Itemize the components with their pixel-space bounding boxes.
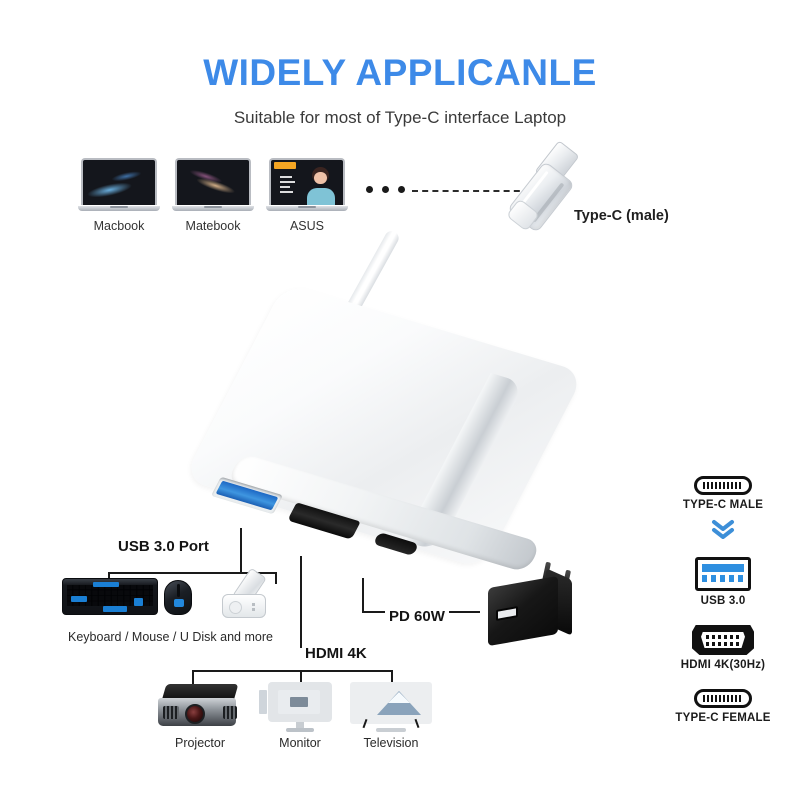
- legend-label: USB 3.0: [700, 595, 746, 607]
- dashed-connector-line: [412, 190, 530, 192]
- pd-label: PD 60W: [385, 608, 449, 625]
- legend-label: HDMI 4K(30Hz): [680, 659, 766, 671]
- legend-item-type-c-male: TYPE-C MALE: [650, 476, 796, 511]
- hdmi-bracket-horizontal: [192, 670, 392, 672]
- hdmi-icon: [692, 625, 754, 655]
- monitor-label: Monitor: [279, 736, 321, 750]
- laptop-base: [78, 206, 160, 211]
- monitor-icon: [259, 682, 332, 734]
- type-c-male-label: Type-C (male): [574, 208, 669, 224]
- hdmi-bracket-right-tick: [391, 670, 393, 684]
- laptop-base: [266, 206, 348, 211]
- usb-port-label: USB 3.0 Port: [118, 538, 209, 555]
- usb-c-hub-body: [180, 283, 585, 602]
- legend-item-hdmi: HDMI 4K(30Hz): [650, 625, 796, 671]
- usb-a-icon: [695, 557, 751, 591]
- laptop-label: ASUS: [289, 219, 325, 233]
- projector-label: Projector: [174, 736, 226, 750]
- laptop-macbook: Macbook: [78, 158, 160, 233]
- usb-bracket-right-tick: [275, 572, 277, 584]
- hdmi-callout-line-vertical: [300, 556, 302, 648]
- usb-callout-line-vertical: [240, 528, 242, 572]
- power-adapter-icon: [484, 556, 580, 650]
- laptop-label: Macbook: [93, 219, 145, 233]
- mouse-icon: [164, 580, 192, 615]
- laptop-base: [172, 206, 254, 211]
- page-subtitle: Suitable for most of Type-C interface La…: [233, 108, 567, 127]
- pd-callout-line-vertical: [362, 578, 364, 612]
- ellipsis-dots: [366, 186, 405, 193]
- hdmi-label: HDMI 4K: [305, 645, 367, 662]
- usb-c-icon: [694, 476, 752, 495]
- legend-label: TYPE-C FEMALE: [675, 712, 771, 724]
- matebook-screen-icon: [175, 158, 251, 205]
- asus-screen-icon: [269, 158, 345, 205]
- port-legend: TYPE-C MALE USB 3.0 HDMI 4K(30Hz) TYPE-C…: [650, 476, 796, 730]
- double-chevron-down-icon: [650, 517, 796, 543]
- hdmi-bracket-mid-tick: [300, 670, 302, 682]
- legend-item-type-c-female: TYPE-C FEMALE: [650, 689, 796, 724]
- page-title: WIDELY APPLICANLE: [203, 52, 597, 93]
- usb-c-icon: [694, 689, 752, 708]
- legend-item-usb-3: USB 3.0: [650, 557, 796, 607]
- u-disk-icon: [218, 567, 274, 620]
- keyboard-icon: [62, 578, 158, 615]
- type-c-male-connector-icon: [492, 140, 612, 242]
- laptop-asus: ASUS: [266, 158, 348, 233]
- usb-devices-caption: Keyboard / Mouse / U Disk and more: [68, 630, 273, 644]
- television-icon: [350, 682, 432, 732]
- laptop-matebook: Matebook: [172, 158, 254, 233]
- legend-label: TYPE-C MALE: [682, 499, 764, 511]
- projector-icon: [158, 684, 242, 732]
- laptop-label: Matebook: [185, 219, 241, 233]
- television-label: Television: [363, 736, 419, 750]
- macbook-screen-icon: [81, 158, 157, 205]
- usb-bracket-horizontal: [108, 572, 276, 574]
- hdmi-bracket-left-tick: [192, 670, 194, 684]
